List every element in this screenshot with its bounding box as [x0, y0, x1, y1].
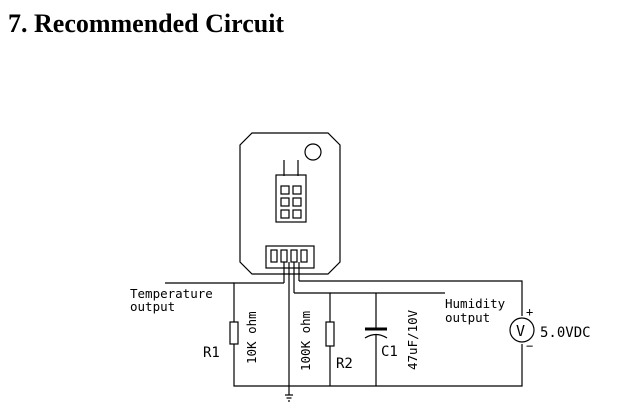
- connector-leads: [283, 262, 300, 395]
- resistor-r1: [229, 298, 239, 345]
- r1-label: R1: [203, 345, 220, 361]
- mounting-hole: [304, 143, 322, 161]
- meter-symbol: V: [516, 322, 525, 340]
- temperature-label: Temperature: [130, 286, 213, 301]
- humidity-line: [294, 292, 445, 322]
- vcc-rail: [299, 280, 523, 316]
- r2-value-label: 100K ohm: [298, 311, 313, 371]
- section-heading: 7. Recommended Circuit: [8, 9, 285, 38]
- ground-icon: [285, 394, 293, 402]
- connector-pin: [300, 249, 308, 263]
- c1-value-label: 47uF/10V: [405, 309, 420, 370]
- positive-symbol: +: [526, 305, 533, 319]
- r1-value-label: 10K ohm: [244, 311, 259, 364]
- negative-symbol: −: [526, 339, 533, 353]
- voltage-label: 5.0VDC: [540, 325, 591, 341]
- sensor-module: [239, 132, 341, 275]
- module-board: [239, 132, 341, 275]
- sensor-cell: [292, 185, 302, 195]
- sensor-cell: [292, 209, 302, 219]
- sensor-cell: [292, 197, 302, 207]
- sensor-cell: [280, 197, 290, 207]
- connector-pin: [290, 249, 298, 263]
- c1-label: C1: [381, 344, 398, 360]
- temperature-line: [165, 282, 284, 298]
- humidity-label: Humidity: [445, 296, 506, 311]
- r2-label: R2: [336, 356, 353, 372]
- connector-pin: [280, 249, 288, 263]
- connector-header: [265, 245, 315, 269]
- capacitor-c1: [364, 293, 388, 386]
- connector-pin: [270, 249, 278, 263]
- ground-rail: [233, 344, 523, 387]
- humidity-output-label: output: [445, 310, 490, 325]
- sensor-cell: [280, 209, 290, 219]
- voltage-source: V + −: [509, 305, 535, 353]
- temperature-output-label: output: [130, 299, 175, 314]
- resistor-r2: [325, 321, 335, 386]
- sensor-element: [275, 174, 307, 223]
- sensor-cell: [280, 185, 290, 195]
